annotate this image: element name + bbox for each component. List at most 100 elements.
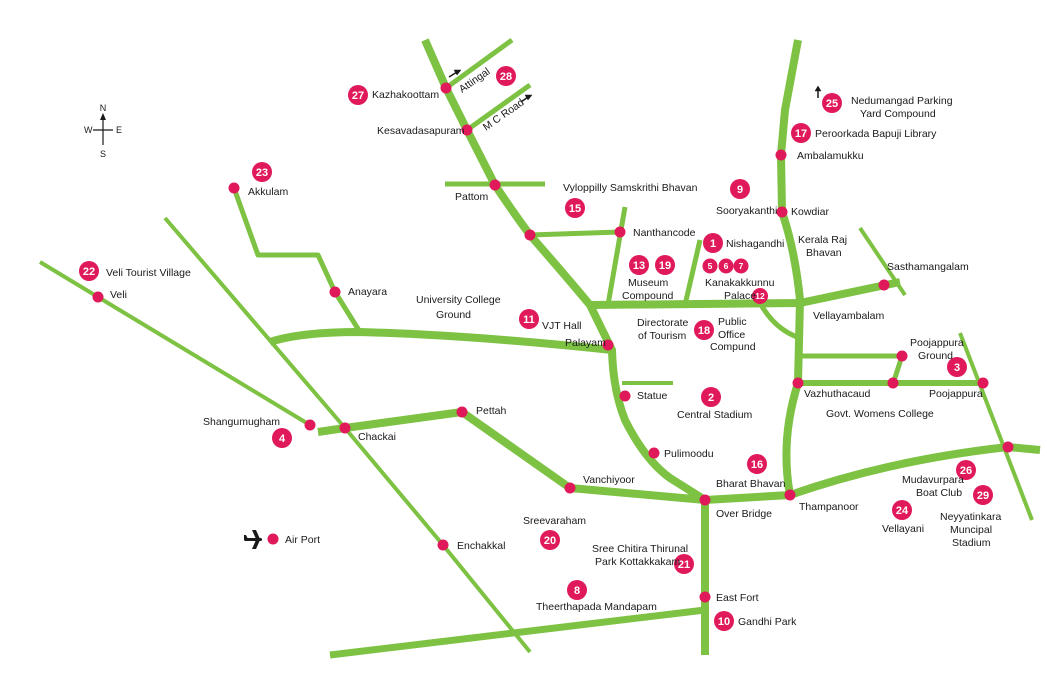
label-kazhakoottam: Kazhakoottam bbox=[372, 89, 439, 101]
road-attingal bbox=[444, 37, 514, 91]
badge-4[interactable]: 4 bbox=[272, 428, 292, 448]
label-poojappura-ground-2: Ground bbox=[918, 350, 953, 362]
dot-pulimoodu[interactable] bbox=[648, 447, 660, 459]
badge-17[interactable]: 17 bbox=[791, 123, 811, 143]
compass-west: W bbox=[84, 125, 93, 135]
svg-text:21: 21 bbox=[678, 559, 690, 571]
badge-6[interactable]: 6 bbox=[718, 258, 734, 274]
label-kanakakkunnu-2: Palace bbox=[724, 290, 756, 302]
road-museum-north bbox=[605, 206, 628, 306]
label-public-office-2: Office bbox=[718, 329, 745, 341]
dot-east-fort[interactable] bbox=[699, 591, 711, 603]
dot-thampanoor[interactable] bbox=[784, 489, 796, 501]
dot-poojappura[interactable] bbox=[977, 377, 989, 389]
dot-chackai[interactable] bbox=[339, 422, 351, 434]
svg-text:26: 26 bbox=[960, 465, 972, 477]
badge-12[interactable]: 12 bbox=[752, 288, 768, 304]
label-sreevaraham: Sreevaraham bbox=[523, 515, 586, 527]
label-veli-tourist: Veli Tourist Village bbox=[106, 267, 191, 279]
svg-text:16: 16 bbox=[751, 459, 763, 471]
dot-shangumugham[interactable] bbox=[304, 419, 316, 431]
label-enchakkal: Enchakkal bbox=[457, 540, 505, 552]
badge-7[interactable]: 7 bbox=[733, 258, 749, 274]
label-directorate: Directorate bbox=[637, 317, 689, 329]
badge-26[interactable]: 26 bbox=[956, 460, 976, 480]
badge-15[interactable]: 15 bbox=[565, 198, 585, 218]
arrow-mc-road-icon bbox=[520, 94, 533, 103]
svg-text:9: 9 bbox=[737, 184, 743, 196]
dot-nanthancode-junction[interactable] bbox=[524, 229, 536, 241]
label-vjt-hall: VJT Hall bbox=[542, 320, 581, 332]
label-nanthancode: Nanthancode bbox=[633, 227, 696, 239]
label-vyloppilly: Vyloppilly Samskrithi Bhavan bbox=[563, 182, 698, 194]
badge-20[interactable]: 20 bbox=[540, 530, 560, 550]
dot-ambalamukku[interactable] bbox=[775, 149, 787, 161]
dot-poojappura-ground[interactable] bbox=[896, 350, 908, 362]
badge-13[interactable]: 13 bbox=[629, 255, 649, 275]
arrow-attingal-icon bbox=[448, 69, 462, 78]
dot-statue[interactable] bbox=[619, 390, 631, 402]
svg-text:6: 6 bbox=[724, 261, 729, 271]
label-mudavurpara-2: Boat Club bbox=[916, 487, 962, 499]
label-kerala-raj: Kerala Raj bbox=[798, 234, 847, 246]
dot-akkulam[interactable] bbox=[228, 182, 240, 194]
label-vellayambalam: Vellayambalam bbox=[813, 310, 884, 322]
dot-enchakkal[interactable] bbox=[437, 539, 449, 551]
label-neyyatinkara-2: Muncipal bbox=[950, 524, 992, 536]
label-east-fort: East Fort bbox=[716, 592, 759, 604]
badge-18[interactable]: 18 bbox=[694, 320, 714, 340]
dot-pettah[interactable] bbox=[456, 406, 468, 418]
svg-text:20: 20 bbox=[544, 535, 556, 547]
label-gandhi-park: Gandhi Park bbox=[738, 616, 797, 628]
badge-10[interactable]: 10 bbox=[714, 611, 734, 631]
road-peroorkada-south bbox=[777, 39, 804, 496]
dot-east-junction[interactable] bbox=[1002, 441, 1014, 453]
label-nedumangad-2: Yard Compound bbox=[860, 108, 936, 120]
road-sasthamangalam bbox=[858, 226, 907, 297]
dot-sasthamangalam[interactable] bbox=[878, 279, 890, 291]
badge-5[interactable]: 5 bbox=[702, 258, 718, 274]
label-akkulam: Akkulam bbox=[248, 186, 289, 198]
dot-anayara[interactable] bbox=[329, 286, 341, 298]
badge-21[interactable]: 21 bbox=[674, 554, 694, 574]
dot-kazhakoottam[interactable] bbox=[440, 82, 452, 94]
dot-kesavadasapuram[interactable] bbox=[461, 124, 473, 136]
badge-1[interactable]: 1 bbox=[703, 233, 723, 253]
dot-vazhuthacaud[interactable] bbox=[792, 377, 804, 389]
dot-veli[interactable] bbox=[92, 291, 104, 303]
label-poojappura: Poojappura bbox=[929, 388, 983, 400]
label-university-2: Ground bbox=[436, 309, 471, 321]
label-neyyatinkara: Neyyatinkara bbox=[940, 511, 1001, 523]
label-sasthamangalam: Sasthamangalam bbox=[887, 261, 969, 273]
dot-palayam[interactable] bbox=[602, 339, 614, 351]
badge-3[interactable]: 3 bbox=[947, 357, 967, 377]
compass-icon: N S E W bbox=[84, 103, 122, 159]
label-vazhuthacaud: Vazhuthacaud bbox=[804, 388, 871, 400]
svg-text:2: 2 bbox=[708, 392, 714, 404]
dot-over-bridge[interactable] bbox=[699, 494, 711, 506]
badge-16[interactable]: 16 bbox=[747, 454, 767, 474]
badge-24[interactable]: 24 bbox=[892, 500, 912, 520]
label-govt-womens: Govt. Womens College bbox=[826, 408, 934, 420]
dot-pattom[interactable] bbox=[489, 179, 501, 191]
dot-govt-womens[interactable] bbox=[887, 377, 899, 389]
badge-27[interactable]: 27 bbox=[348, 85, 368, 105]
dot-vanchiyoor[interactable] bbox=[564, 482, 576, 494]
dot-kowdiar[interactable] bbox=[776, 206, 788, 218]
badge-8[interactable]: 8 bbox=[567, 580, 587, 600]
badge-29[interactable]: 29 bbox=[973, 485, 993, 505]
label-central-stadium: Central Stadium bbox=[677, 409, 753, 421]
badge-28[interactable]: 28 bbox=[496, 66, 516, 86]
badge-19[interactable]: 19 bbox=[655, 255, 675, 275]
badge-25[interactable]: 25 bbox=[822, 93, 842, 113]
svg-text:5: 5 bbox=[708, 261, 713, 271]
road-nanthancode bbox=[529, 229, 621, 238]
label-vellayani: Vellayani bbox=[882, 523, 924, 535]
badge-2[interactable]: 2 bbox=[701, 387, 721, 407]
label-poojappura-ground: Poojappura bbox=[910, 337, 964, 349]
dot-nanthancode[interactable] bbox=[614, 226, 626, 238]
badge-11[interactable]: 11 bbox=[519, 309, 539, 329]
badge-9[interactable]: 9 bbox=[730, 179, 750, 199]
badge-22[interactable]: 22 bbox=[79, 261, 99, 281]
badge-23[interactable]: 23 bbox=[252, 162, 272, 182]
